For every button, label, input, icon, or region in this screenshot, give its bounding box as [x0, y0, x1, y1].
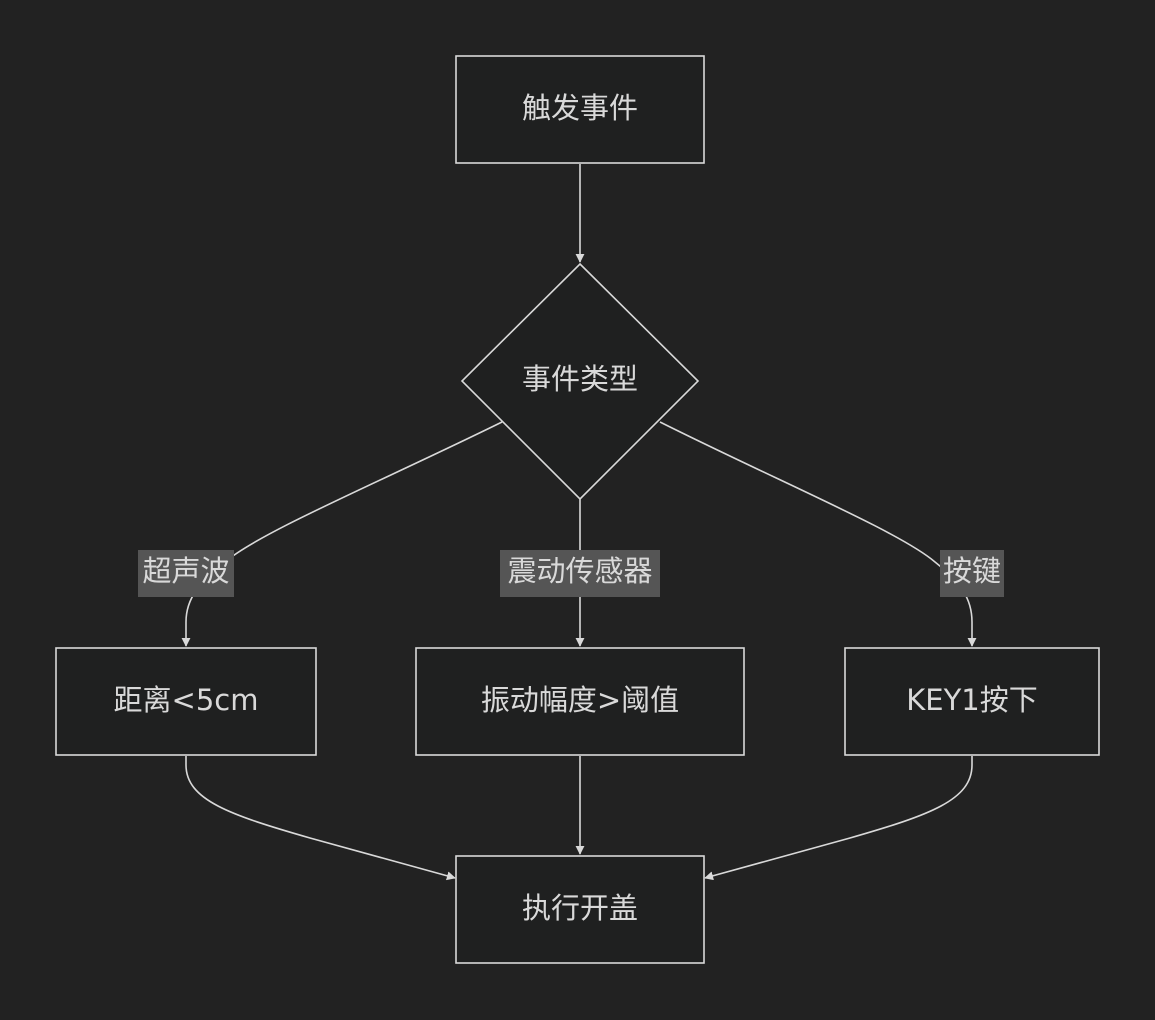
- node-trigger: 触发事件: [455, 55, 705, 164]
- node-distance: 距离<5cm: [55, 647, 317, 756]
- edge-label-vibration-sensor: 震动传感器: [500, 550, 660, 597]
- edge-ultrasonic: [181, 421, 503, 647]
- edge-label-ultrasonic-text: 超声波: [142, 554, 229, 588]
- node-trigger-label: 触发事件: [522, 91, 638, 125]
- node-vibration: 振动幅度>阈值: [415, 647, 745, 756]
- node-vibration-label: 振动幅度>阈值: [481, 683, 679, 717]
- edge-label-button: 按键: [940, 550, 1004, 597]
- edge-button: [659, 421, 977, 647]
- node-event-type-label: 事件类型: [522, 362, 638, 396]
- node-event-type: 事件类型: [460, 262, 700, 501]
- node-open-lid-label: 执行开盖: [522, 891, 638, 925]
- edge-key-to-open-lid: [704, 756, 973, 881]
- node-distance-label: 距离<5cm: [114, 683, 259, 717]
- edge-distance-to-open-lid: [185, 756, 456, 881]
- node-key-label: KEY1按下: [906, 683, 1038, 717]
- edge-label-vibration-sensor-text: 震动传感器: [507, 554, 652, 588]
- edge-label-ultrasonic: 超声波: [138, 550, 234, 597]
- node-key: KEY1按下: [844, 647, 1100, 756]
- node-open-lid: 执行开盖: [455, 855, 705, 964]
- edge-label-button-text: 按键: [943, 554, 1001, 588]
